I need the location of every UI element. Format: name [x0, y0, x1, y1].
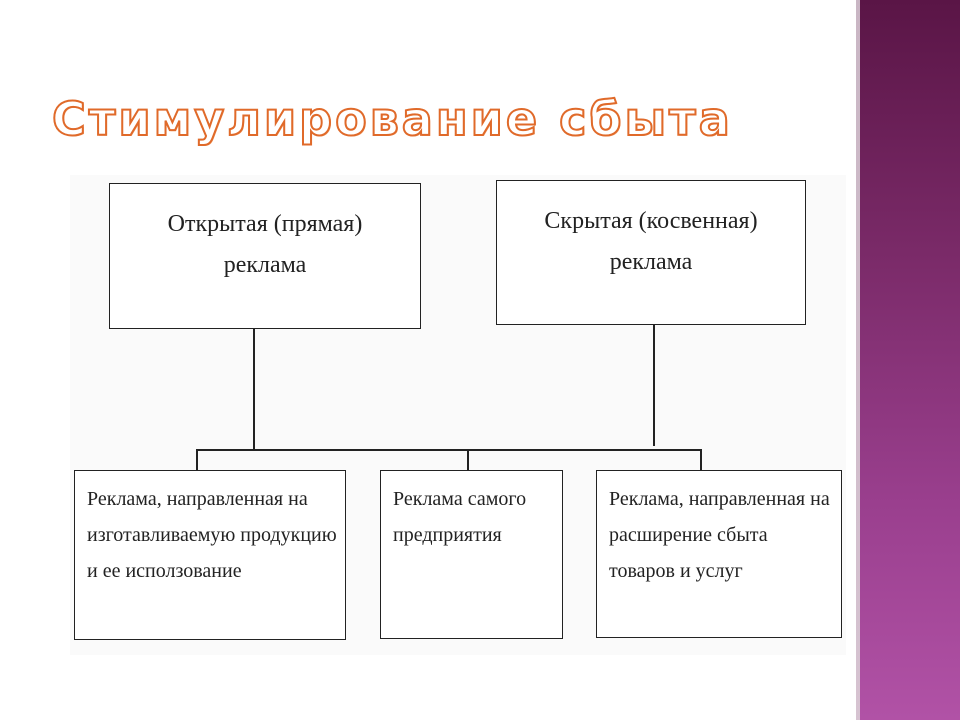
- box-sales-expansion-advertising: Реклама, направленная на расширение сбыт…: [596, 470, 842, 638]
- decorative-side-band: [856, 0, 960, 720]
- box-hidden-advertising: Скрытая (косвенная) реклама: [496, 180, 806, 325]
- connector-drop-right: [700, 449, 702, 471]
- box-company-advertising: Реклама самого предприятия: [380, 470, 563, 639]
- slide-title: Стимулирование сбыта: [51, 91, 733, 147]
- connector-horizontal-bus: [196, 449, 702, 451]
- connector-drop-middle: [467, 449, 469, 471]
- connector-drop-left: [196, 449, 198, 471]
- org-diagram: Открытая (прямая) реклама Скрытая (косве…: [70, 175, 846, 655]
- connector-left-vertical: [253, 329, 255, 450]
- box-product-advertising: Реклама, направленная на изготавливаемую…: [74, 470, 346, 640]
- connector-right-vertical: [653, 325, 655, 446]
- box-open-advertising: Открытая (прямая) реклама: [109, 183, 421, 329]
